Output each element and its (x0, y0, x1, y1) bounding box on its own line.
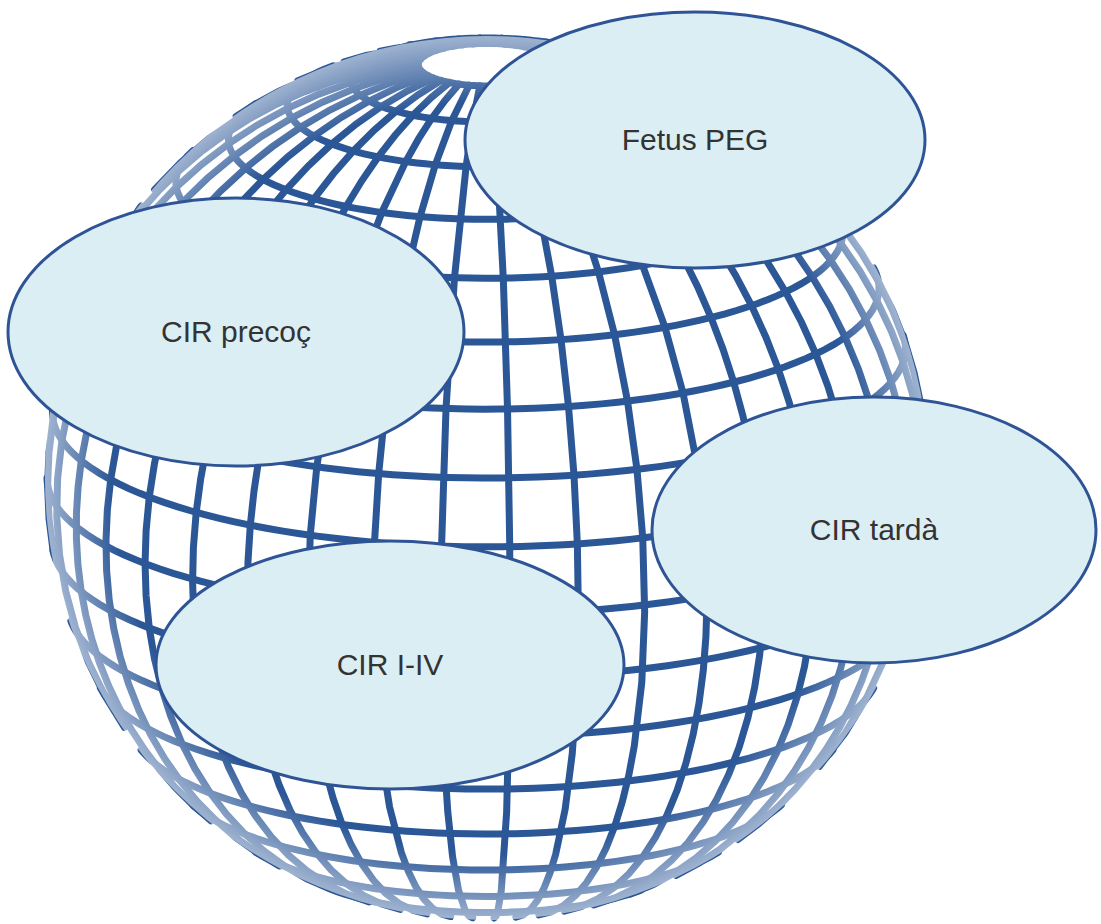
node-label: Fetus PEG (622, 123, 769, 157)
ellipse-node: Fetus PEG (463, 10, 927, 270)
ellipse-shape (465, 12, 925, 268)
ellipse-node: CIR tardà (650, 395, 1098, 665)
node-label: CIR precoç (161, 315, 311, 349)
ellipse-node: CIR precoç (6, 196, 466, 468)
ellipse-shape (652, 397, 1096, 663)
node-label: CIR tardà (810, 513, 938, 547)
ellipse-shape (156, 541, 624, 789)
node-label: CIR I-IV (337, 648, 444, 682)
ellipse-node: CIR I-IV (154, 539, 626, 791)
node-content: CIR precoç (6, 196, 466, 468)
node-content: CIR I-IV (154, 539, 626, 791)
ellipse-shape (8, 198, 464, 466)
node-content: CIR tardà (650, 395, 1098, 665)
node-content: Fetus PEG (463, 10, 927, 270)
